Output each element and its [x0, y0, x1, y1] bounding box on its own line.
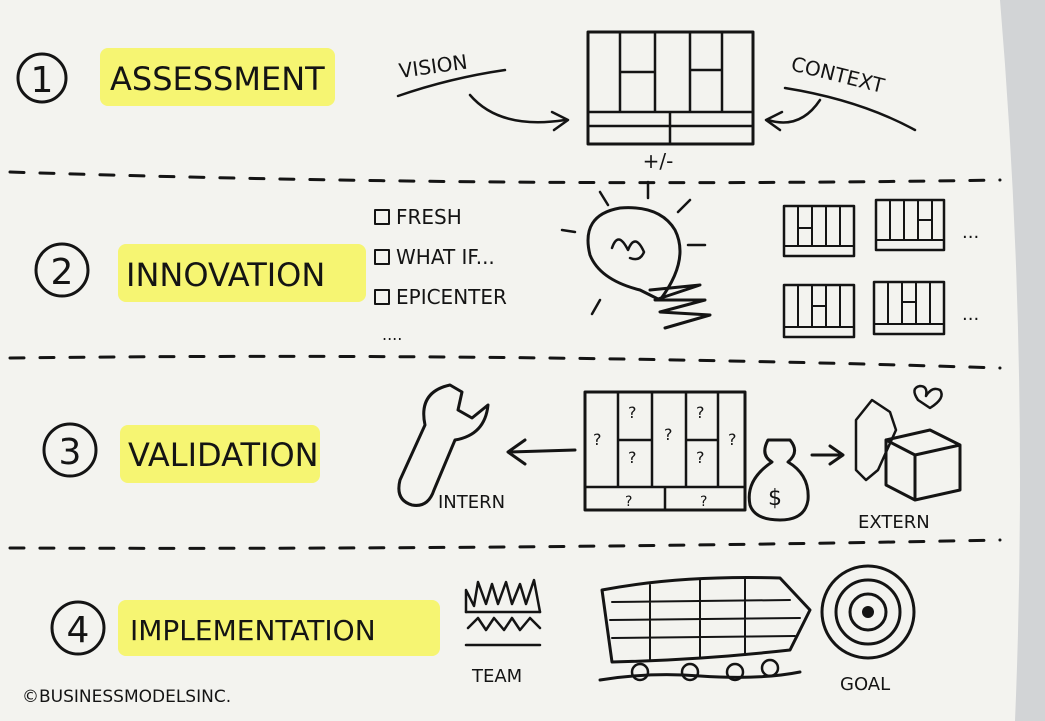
box	[884, 428, 962, 502]
canvas-grid	[586, 30, 755, 146]
intern-arrow	[506, 438, 577, 466]
step-number-circle	[16, 52, 68, 104]
question-mark: ?	[628, 403, 637, 422]
question-mark: ?	[700, 494, 707, 510]
vision-underline	[396, 68, 507, 98]
question-mark: ?	[696, 403, 705, 422]
question-mark: ?	[664, 425, 673, 444]
canvas-vehicle-body	[600, 576, 812, 664]
bulb-base	[648, 283, 712, 330]
mini-canvas	[874, 198, 946, 252]
vision-arrow	[468, 93, 567, 124]
money-bag-icon: $	[747, 438, 810, 522]
validation-canvas: ? ? ? ? ? ? ? ? ?	[583, 390, 747, 512]
lightbulb-icon	[560, 180, 712, 330]
innovation-checklist: FRESH WHAT IF... EPICENTER ....	[374, 205, 507, 344]
divider-3	[8, 538, 1002, 550]
canvas-grid	[609, 577, 801, 661]
extern-label: EXTERN	[858, 512, 930, 533]
team-bodies	[464, 610, 542, 647]
step-title: ASSESSMENT	[110, 60, 325, 98]
bulb-rays	[560, 180, 707, 316]
step-number: 2	[51, 252, 74, 293]
step-number-circle	[34, 242, 90, 298]
step-title: VALIDATION	[128, 436, 319, 474]
mini-canvas	[782, 204, 856, 258]
title-highlight	[120, 425, 320, 483]
checkbox	[374, 209, 390, 225]
checklist-item: FRESH	[396, 205, 462, 229]
step-title: IMPLEMENTATION	[130, 614, 376, 647]
question-mark: ?	[696, 448, 705, 467]
step-3: 3 VALIDATION	[42, 422, 320, 483]
goal-label: GOAL	[840, 674, 890, 695]
arrow-head	[550, 110, 570, 132]
checklist-more: ....	[382, 325, 402, 344]
step-number-circle	[50, 600, 106, 656]
target-icon	[820, 564, 916, 660]
question-mark: ?	[728, 430, 737, 449]
title-highlight	[100, 48, 335, 106]
wheel	[680, 662, 700, 682]
dollar-sign: $	[768, 486, 782, 511]
question-mark: ?	[628, 448, 637, 467]
team-heads	[464, 578, 542, 614]
plus-minus-label: +/-	[643, 149, 674, 173]
team-label: TEAM	[471, 666, 522, 687]
title-highlight	[118, 600, 440, 656]
wheel	[760, 658, 780, 678]
canvas-variations: ... ...	[782, 198, 979, 339]
step-4: 4 IMPLEMENTATION	[50, 600, 440, 656]
team-icon	[464, 578, 542, 647]
extern-arrow	[810, 444, 845, 466]
wheel	[725, 662, 745, 682]
intern-label: INTERN	[438, 492, 505, 513]
paper-edge-shadow	[1000, 0, 1045, 721]
title-highlight	[118, 244, 366, 302]
step-2: 2 INNOVATION	[34, 242, 366, 302]
business-model-canvas	[586, 30, 755, 146]
step-number: 1	[31, 60, 54, 101]
bulb-glass	[586, 206, 682, 302]
copyright-text: ©BUSINESSMODELSINC.	[22, 687, 231, 707]
step-number: 3	[59, 432, 82, 473]
heart-icon	[913, 384, 943, 410]
mini-canvas	[872, 280, 946, 336]
canvas-grid	[583, 390, 747, 512]
bulb-heart-filament	[610, 238, 646, 261]
ellipsis: ...	[962, 304, 979, 325]
checkbox	[374, 289, 390, 305]
checkbox	[374, 249, 390, 265]
context-underline	[783, 86, 917, 132]
checklist-item: EPICENTER	[396, 285, 507, 309]
mini-canvas	[782, 283, 856, 339]
question-mark: ?	[625, 494, 632, 510]
step-number-circle	[42, 422, 98, 478]
step-number: 4	[67, 610, 90, 651]
question-mark: ?	[593, 430, 602, 449]
customer-box-icon	[854, 384, 962, 502]
divider-2	[8, 354, 1002, 370]
step-1: 1 ASSESSMENT	[16, 48, 335, 106]
checklist-item: WHAT IF...	[396, 245, 495, 269]
arrow-head	[764, 110, 784, 132]
vehicle-canvas-icon	[598, 576, 812, 682]
wrench-icon	[397, 383, 490, 507]
context-arrow	[766, 98, 822, 124]
ellipsis: ...	[962, 222, 979, 243]
divider-1	[8, 170, 1002, 185]
wheel	[630, 662, 650, 682]
step-title: INNOVATION	[126, 256, 325, 294]
